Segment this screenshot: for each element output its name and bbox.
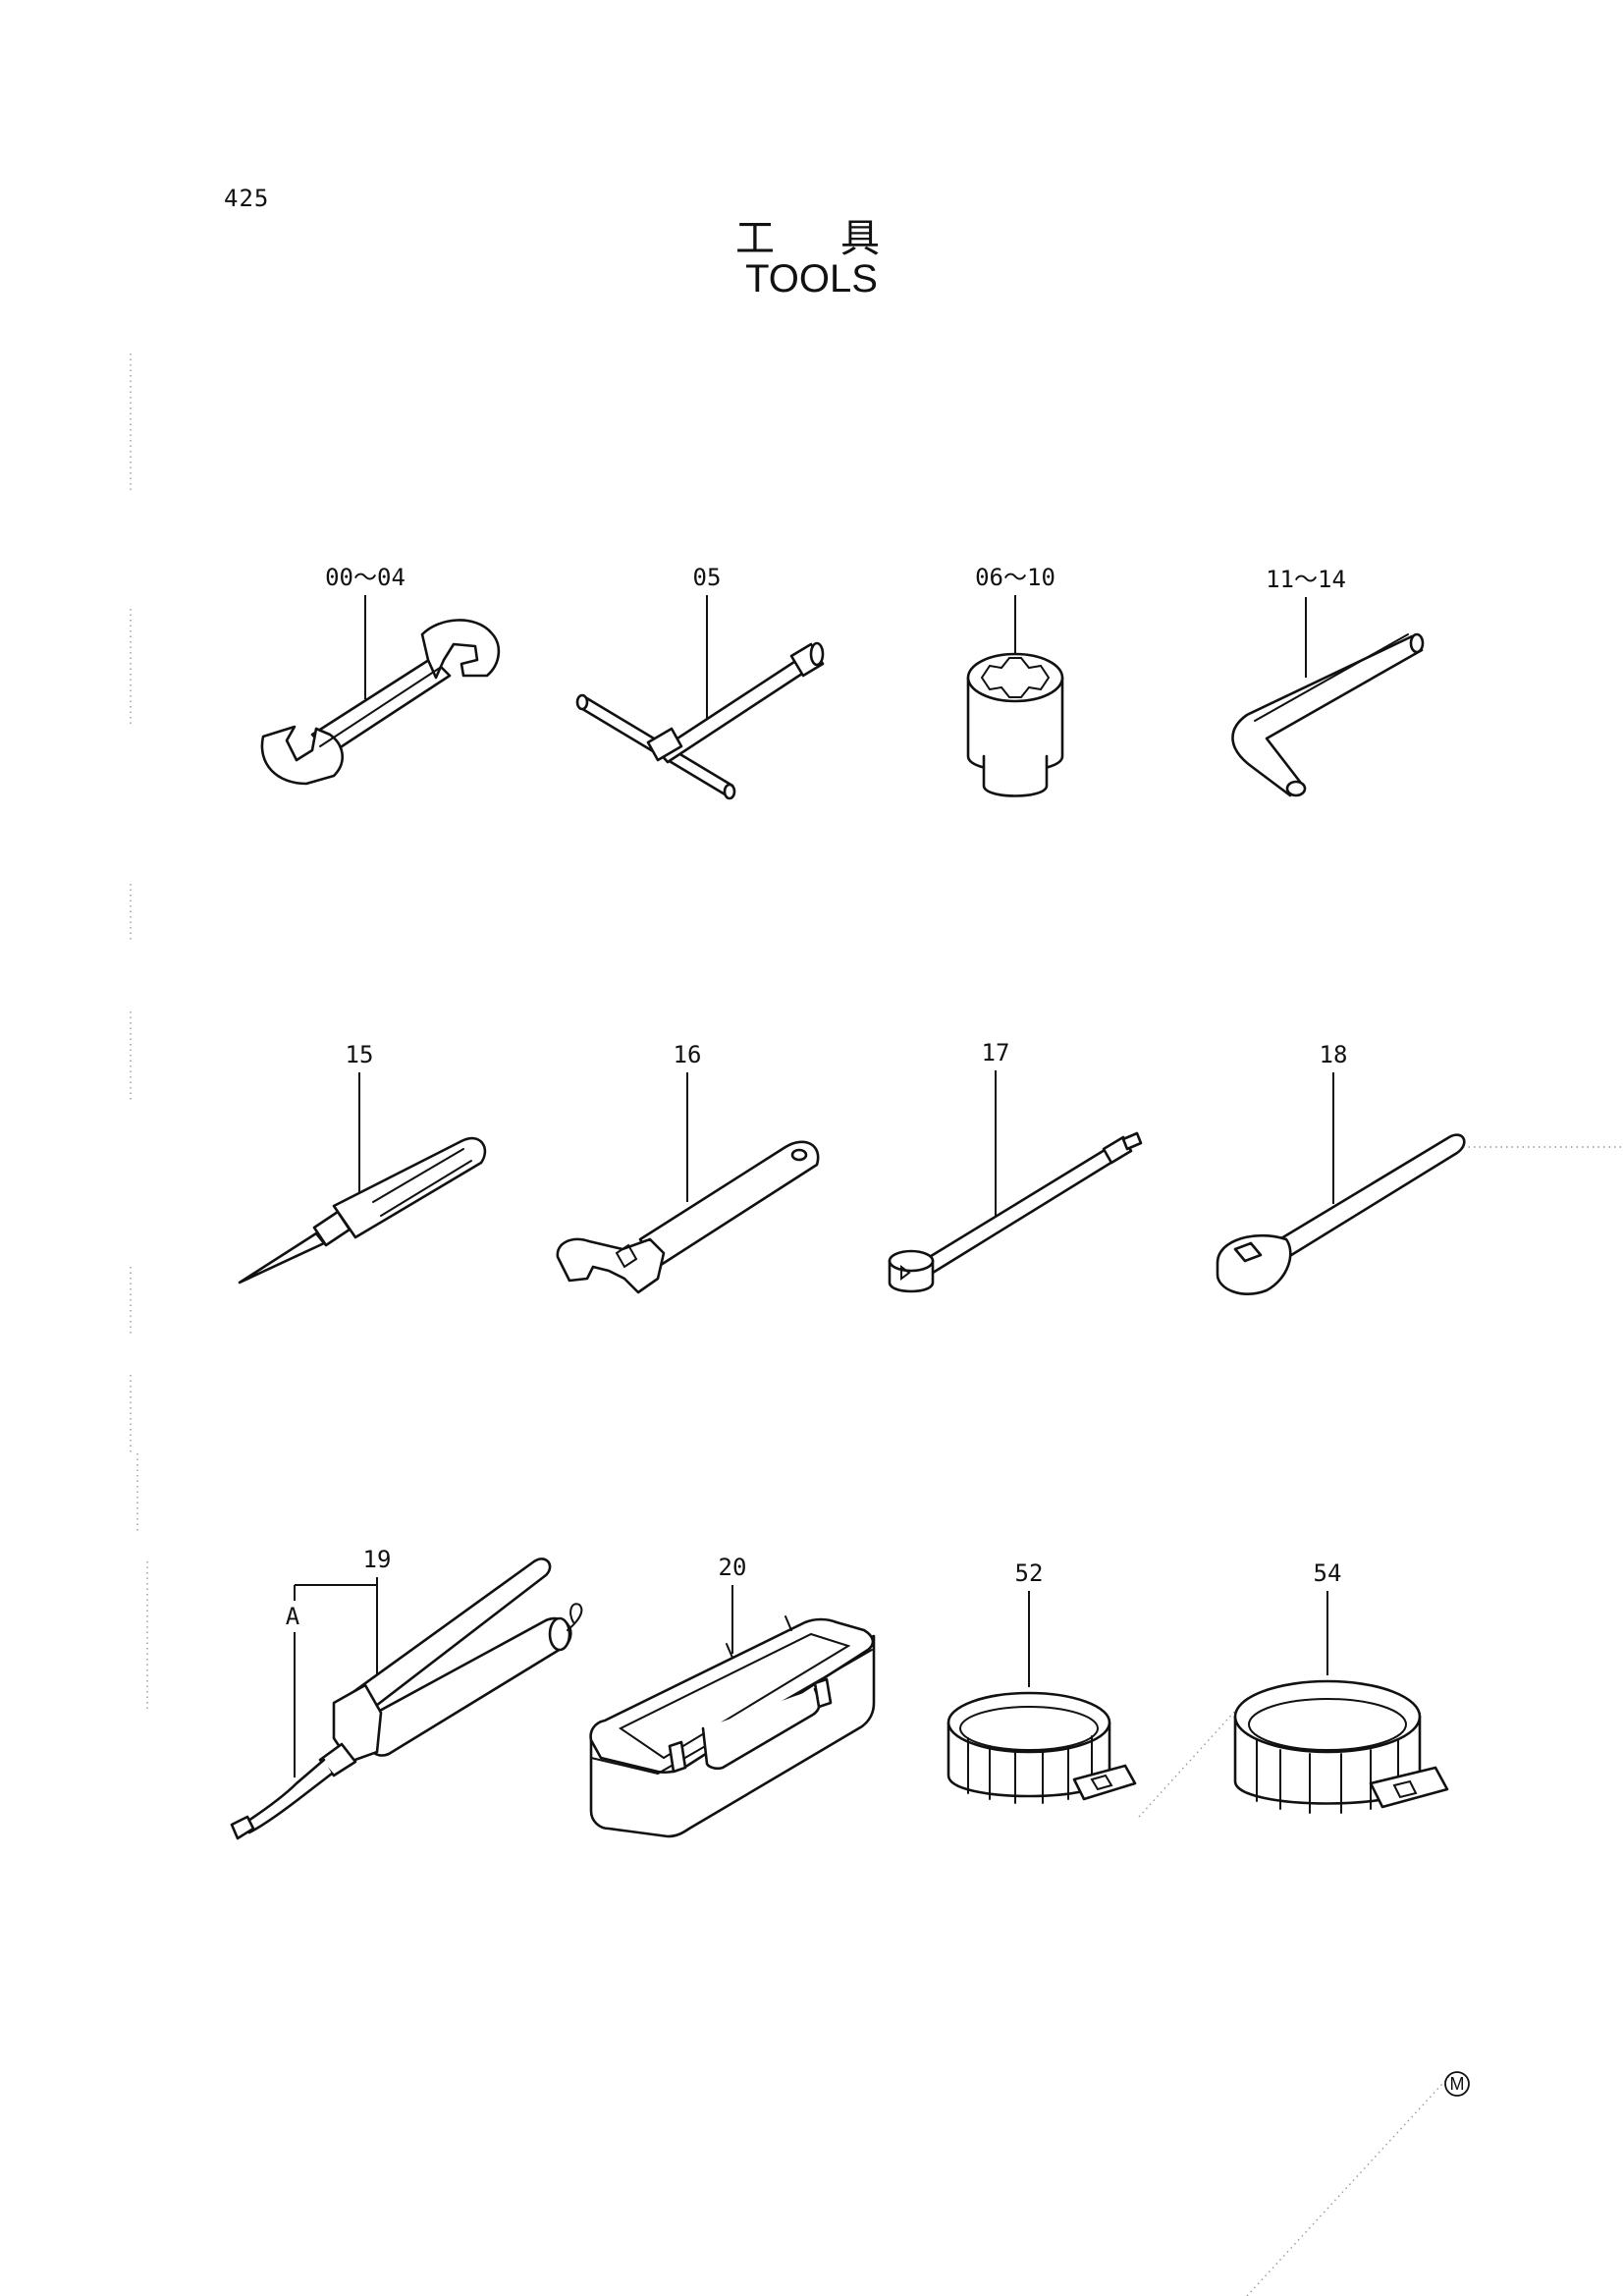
callout-label: 16 <box>674 1041 702 1068</box>
callout-15: 15 <box>346 1041 374 1196</box>
callout-label: 52 <box>1015 1559 1044 1587</box>
callout-label: 18 <box>1320 1041 1348 1068</box>
grease-gun-icon <box>230 1558 583 1840</box>
callout-05: 05 <box>693 564 722 727</box>
callout-16: 16 <box>674 1041 702 1202</box>
callout-00-04: 00～04 <box>325 564 406 699</box>
adjustable-wrench-icon <box>556 1140 820 1294</box>
page-title-japanese: 工 具 <box>734 217 908 260</box>
t-handle-socket-wrench-icon <box>575 641 825 800</box>
scan-noise <box>130 354 1623 2296</box>
sub-label-a: A <box>286 1603 300 1630</box>
hex-key-icon <box>1231 632 1425 797</box>
socket-icon <box>966 652 1064 797</box>
callout-label: 19 <box>363 1546 392 1573</box>
callout-54: 54 <box>1314 1559 1342 1675</box>
callout-label: 54 <box>1314 1559 1342 1587</box>
tool-box-icon <box>589 1615 876 1838</box>
callout-52: 52 <box>1015 1559 1044 1687</box>
screwdriver-icon <box>238 1136 487 1285</box>
callout-label: 00～04 <box>325 564 406 591</box>
filter-wrench-large-icon <box>1233 1679 1449 1814</box>
callout-18: 18 <box>1320 1041 1348 1204</box>
callout-label: 11～14 <box>1266 566 1346 593</box>
open-end-wrench-icon <box>260 619 501 786</box>
callout-label: 20 <box>719 1554 747 1581</box>
corner-mark-label: M <box>1450 2074 1465 2094</box>
callout-19: 19 A <box>286 1546 392 1777</box>
callout-20: 20 <box>719 1554 747 1654</box>
filter-wrench-small-icon <box>947 1691 1137 1804</box>
callout-17: 17 <box>982 1039 1010 1226</box>
callout-06-10: 06～10 <box>975 564 1055 654</box>
callout-label: 15 <box>346 1041 374 1068</box>
callout-11-14: 11～14 <box>1266 566 1346 678</box>
page-number: 425 <box>224 185 270 212</box>
callout-label: 17 <box>982 1039 1010 1066</box>
callout-label: 06～10 <box>975 564 1055 591</box>
extension-bar-icon <box>888 1131 1143 1293</box>
callout-label: 05 <box>693 564 722 591</box>
corner-mark: M <box>1444 2071 1470 2097</box>
ratchet-handle-icon <box>1216 1133 1466 1295</box>
page-title: TOOLS <box>745 257 878 301</box>
